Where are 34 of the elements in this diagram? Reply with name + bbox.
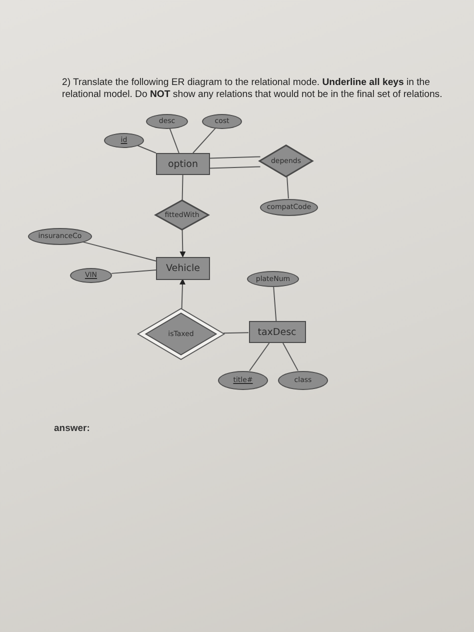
connector-line [210,156,261,159]
relationship-diamond [259,145,313,177]
connector-line [82,241,156,262]
answer-label: answer: [54,423,90,434]
attribute-ellipse [28,228,92,244]
attribute-ellipse [146,114,188,128]
entity-box [248,321,306,343]
attribute-ellipse [202,114,242,128]
entity-name: taxDesc [258,326,296,338]
attribute-ellipse [70,268,112,282]
relationship-diamond [155,200,209,230]
attribute-ellipse [218,370,268,390]
attribute-ellipse [278,370,328,390]
entity-name: option [168,158,198,170]
attribute-ellipse [104,132,144,148]
entity-box [156,256,210,280]
entity-box [156,153,210,175]
double-diamond [137,308,225,360]
connector-line [182,174,184,201]
connector-line [111,270,156,274]
connector-line [137,145,156,154]
arrow [180,278,186,309]
connector-line [210,166,261,169]
attribute-ellipse [247,271,299,287]
connector-line [286,176,289,199]
connector-line [282,342,298,372]
entity-name: Vehicle [166,262,200,274]
question-text: 2) Translate the following ER diagram to the relational mode. Underline all keys in the relational model. Do NOT show any relations that would not be in the final set of relations. [62,77,444,101]
connector-line [192,128,216,154]
connector-line [273,286,277,322]
connector-line [169,128,180,154]
connector-line [223,332,249,334]
connector-line [249,342,270,372]
arrow [180,229,186,258]
